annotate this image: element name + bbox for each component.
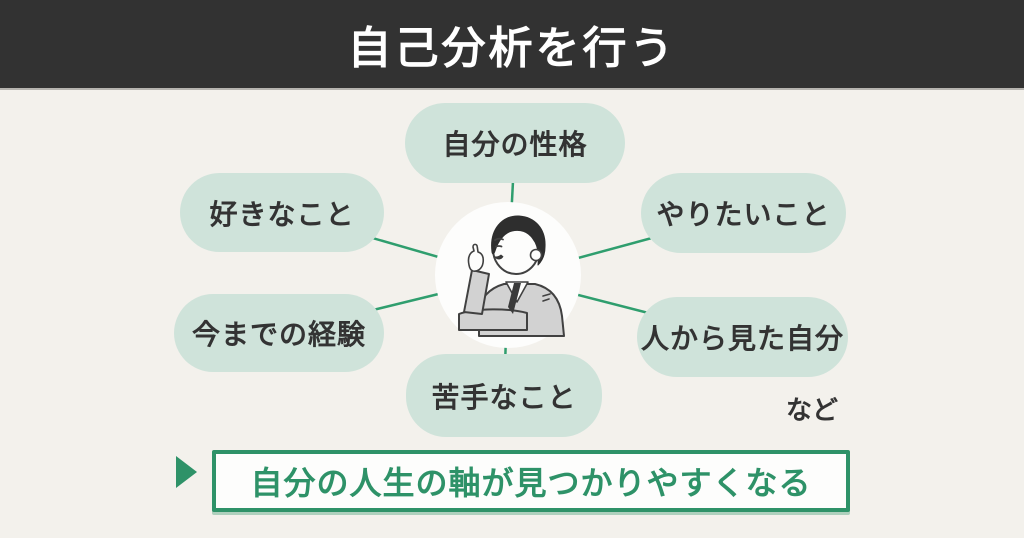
bubble-past-experience: 今までの経験 <box>174 294 384 372</box>
bubble-how-others-see-me: 人から見た自分 <box>637 297 848 377</box>
bubble-personality: 自分の性格 <box>405 103 625 183</box>
center-circle <box>435 202 581 348</box>
conclusion-text: 自分の人生の軸が見つかりやすくなる <box>250 465 812 501</box>
person-pointing-up-illustration <box>458 215 565 337</box>
bubble-how-others-see-me-label: 人から見た自分 <box>640 323 844 354</box>
bubble-likes-label: 好きなこと <box>209 198 355 230</box>
diagram-area: 自分の性格 好きなこと やりたいこと 今までの経験 人から見た自分 苦手なこと … <box>0 92 1024 538</box>
bubble-weaknesses-label: 苦手なこと <box>431 381 577 413</box>
bubble-past-experience-label: 今までの経験 <box>191 319 366 350</box>
header: 自己分析を行う <box>0 0 1024 90</box>
conclusion-box: 自分の人生の軸が見つかりやすくなる <box>212 450 850 512</box>
bubble-weaknesses: 苦手なこと <box>406 354 602 437</box>
arrow-triangle-icon <box>176 456 197 488</box>
etc-label: など <box>786 395 839 425</box>
bubble-likes: 好きなこと <box>180 173 384 252</box>
bubble-want-to-do-label: やりたいこと <box>656 199 831 230</box>
page-title: 自己分析を行う <box>347 24 677 73</box>
bubble-want-to-do: やりたいこと <box>641 173 846 253</box>
bubble-personality-label: 自分の性格 <box>442 129 588 160</box>
